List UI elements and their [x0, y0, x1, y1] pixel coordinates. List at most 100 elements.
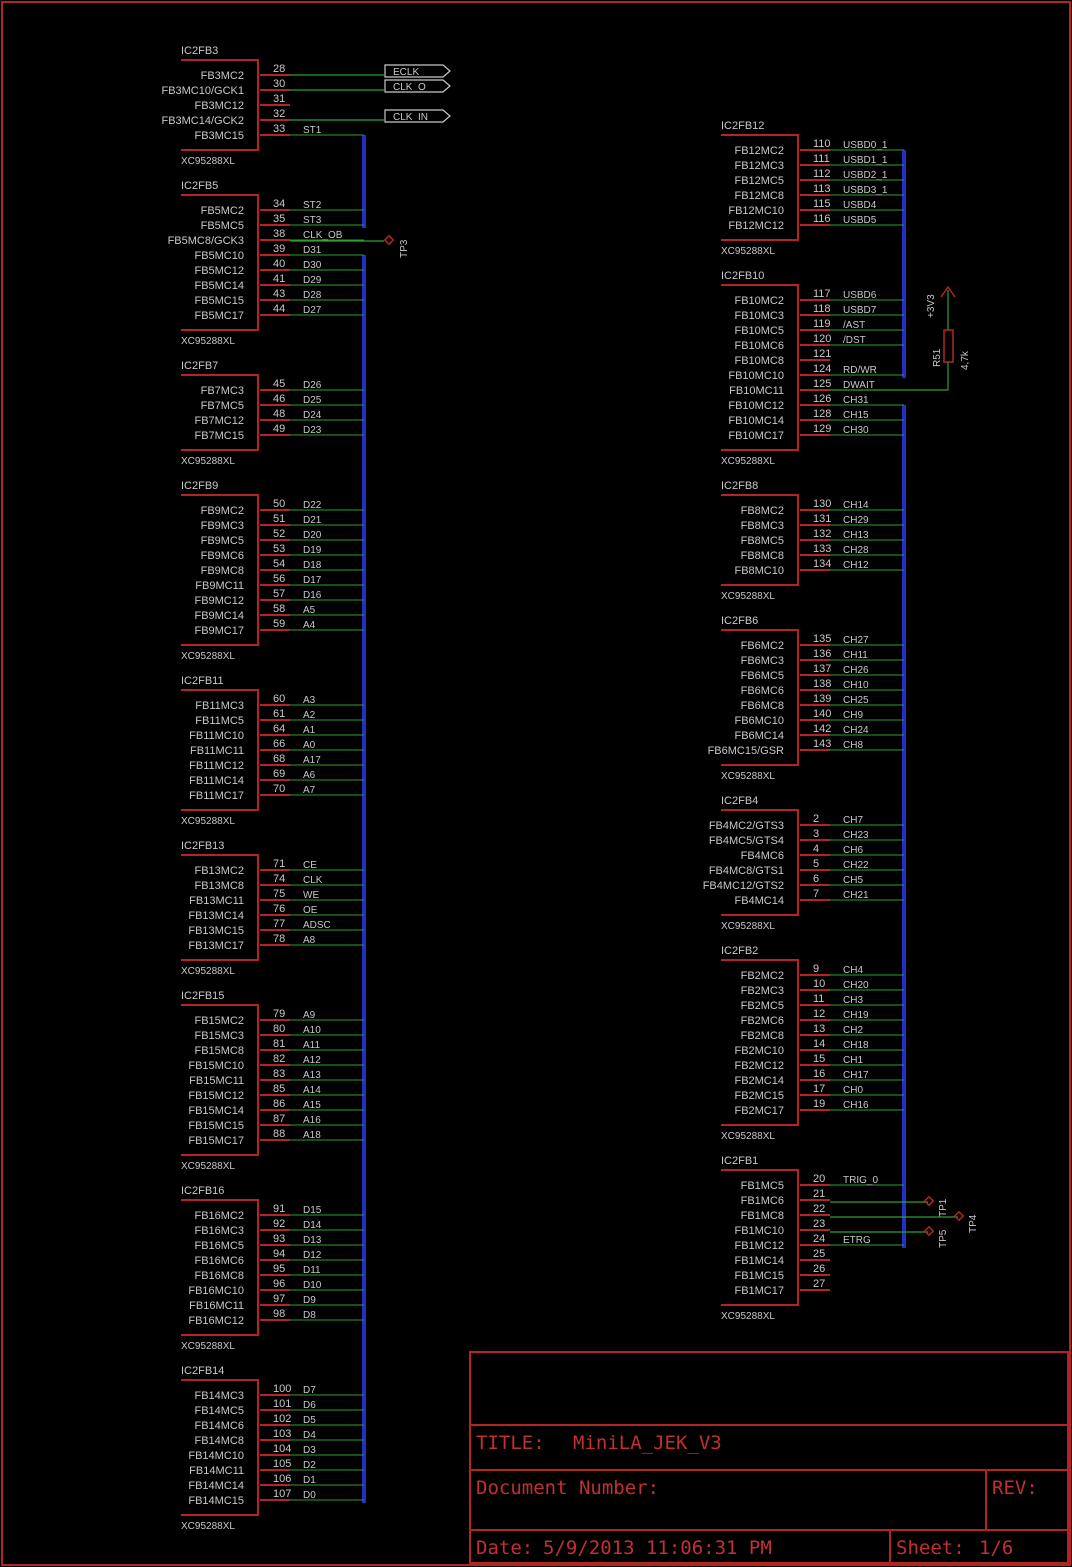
net-label: A4: [303, 620, 316, 631]
net-label: CH14: [843, 500, 869, 511]
net-label: A17: [303, 755, 321, 766]
pin-number: 138: [813, 678, 831, 690]
pin-function: FB2MC17: [734, 1105, 784, 1117]
pin-function: FB16MC5: [194, 1240, 244, 1252]
net-label: USBD2_1: [843, 170, 888, 181]
net-label: D9: [303, 1295, 316, 1306]
pin-function: FB2MC6: [741, 1015, 784, 1027]
pin-number: 11: [813, 993, 824, 1005]
pin-number: 12: [813, 1008, 825, 1020]
pin-function: FB10MC8: [734, 355, 784, 367]
pin-function: FB12MC3: [734, 160, 784, 172]
part-device: XC95288XL: [721, 591, 775, 602]
net-label: D13: [303, 1235, 322, 1246]
pin-function: FB3MC14/GCK2: [161, 115, 244, 127]
pin-function: FB5MC2: [201, 205, 244, 217]
pin-number: 58: [273, 603, 285, 615]
part-box-outline: [181, 1199, 259, 1336]
pin-number: 60: [273, 693, 285, 705]
net-label: CH10: [843, 680, 869, 691]
pin-function: FB15MC11: [189, 1075, 244, 1087]
pin-number: 133: [813, 543, 831, 555]
pin-function: FB15MC3: [194, 1030, 244, 1042]
net-label: CH24: [843, 725, 869, 736]
net-label: CH6: [843, 845, 863, 856]
pin-number: 87: [273, 1113, 285, 1125]
pin-number: 39: [273, 243, 285, 255]
supply-arrow: [940, 285, 956, 298]
part-box-outline: [721, 134, 799, 241]
net-label: A7: [303, 785, 316, 796]
pin-number: 136: [813, 648, 831, 660]
part-box-outline: [721, 284, 799, 451]
net-label: USBD5: [843, 215, 877, 226]
pin-number: 131: [813, 513, 831, 525]
net-label: D6: [303, 1400, 316, 1411]
net-label: D16: [303, 590, 322, 601]
part-name: IC2FB14: [181, 1365, 224, 1377]
pin-number: 32: [273, 108, 285, 120]
pin-function: FB5MC10: [194, 250, 244, 262]
pin-function: FB9MC8: [201, 565, 244, 577]
pin-number: 71: [273, 858, 285, 870]
pin-number: 88: [273, 1128, 285, 1140]
port-clk-o: CLK_O: [290, 79, 451, 93]
pin-function: FB12MC5: [734, 175, 784, 187]
pin-function: FB10MC10: [728, 370, 784, 382]
part-name: IC2FB11: [181, 675, 224, 687]
pin-function: FB16MC6: [194, 1255, 244, 1267]
pin-function: FB3MC10/GCK1: [161, 85, 244, 97]
pin-number: 19: [813, 1098, 825, 1110]
pin-number: 66: [273, 738, 285, 750]
pin-function: FB13MC8: [194, 880, 244, 892]
pin-function: FB5MC14: [194, 280, 244, 292]
pin-function: FB16MC11: [189, 1300, 244, 1312]
pin-number: 2: [813, 813, 819, 825]
pin-function: FB4MC6: [741, 850, 784, 862]
net-label: CH12: [843, 560, 869, 571]
pin-function: FB9MC11: [195, 580, 244, 592]
net-label: CH20: [843, 980, 869, 991]
pin-function: FB14MC14: [188, 1480, 244, 1492]
pin-number: 105: [273, 1458, 291, 1470]
part-device: XC95288XL: [181, 1521, 235, 1532]
net-label: CH25: [843, 695, 869, 706]
net-label: D25: [303, 395, 322, 406]
pin-number: 53: [273, 543, 285, 555]
pin-number: 142: [813, 723, 831, 735]
pin-number: 143: [813, 738, 831, 750]
pin-number: 130: [813, 498, 831, 510]
pin-number: 24: [813, 1233, 825, 1245]
pin-number: 140: [813, 708, 831, 720]
net-label: CLK_OB: [303, 230, 343, 241]
pin-number: 120: [813, 333, 831, 345]
pin-number: 13: [813, 1023, 825, 1035]
pin-function: FB15MC8: [194, 1045, 244, 1057]
net-label: D24: [303, 410, 322, 421]
test-point-tp5: TP5: [830, 1225, 949, 1248]
pin-number: 34: [273, 198, 285, 210]
pin-number: 35: [273, 213, 285, 225]
pin-number: 95: [273, 1263, 285, 1275]
net-label: /DST: [843, 335, 866, 346]
net-label: /AST: [843, 320, 865, 331]
